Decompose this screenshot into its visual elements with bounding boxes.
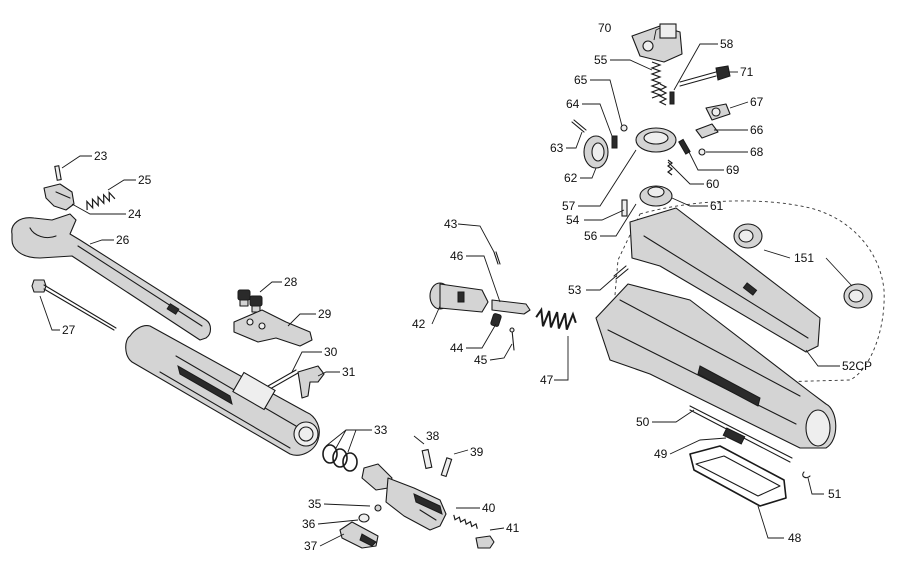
callout-60: 60 <box>706 177 720 191</box>
part-24-latch <box>43 183 75 211</box>
part-54-pin <box>621 199 628 217</box>
callout-31: 31 <box>342 365 356 379</box>
part-43-pin <box>493 251 501 265</box>
callout-71: 71 <box>740 65 754 79</box>
upper-receiver <box>595 283 837 449</box>
callout-67: 67 <box>750 95 764 109</box>
callout-41: 41 <box>506 521 520 535</box>
part-67-clamp <box>705 103 731 121</box>
callout-151: 151 <box>794 251 814 265</box>
part-65-ball <box>620 124 628 132</box>
callout-25: 25 <box>138 173 152 187</box>
callout-65: 65 <box>574 73 588 87</box>
callout-54: 54 <box>566 213 580 227</box>
part-71-screw <box>679 65 731 87</box>
part-36-spring <box>358 513 370 523</box>
callout-24: 24 <box>128 207 142 221</box>
callout-53: 53 <box>568 283 582 297</box>
part-48-dust-cover <box>689 445 787 507</box>
part-46-pawl <box>491 299 531 315</box>
part-63-pin <box>571 119 587 133</box>
part-60-spring <box>667 159 673 176</box>
callout-23: 23 <box>94 149 108 163</box>
part-70-sight-base <box>631 23 683 63</box>
part-27-firing-pin <box>31 279 117 331</box>
callout-49: 49 <box>654 447 668 461</box>
callout-57: 57 <box>562 199 576 213</box>
part-41-ejector <box>475 535 495 549</box>
part-44-spring <box>490 313 502 327</box>
part-64-spring <box>611 135 618 149</box>
part-47-spring <box>535 307 577 330</box>
callout-68: 68 <box>750 145 764 159</box>
part-53-pin <box>613 265 629 280</box>
part-151-drum-left <box>733 223 763 249</box>
callout-28: 28 <box>284 275 298 289</box>
part-26-charging-handle <box>11 213 212 341</box>
callout-69: 69 <box>726 163 740 177</box>
callout-38: 38 <box>426 429 440 443</box>
callout-39: 39 <box>470 445 484 459</box>
part-40-spring <box>453 514 478 529</box>
part-30-pin <box>267 369 299 390</box>
callout-55: 55 <box>594 53 608 67</box>
callout-35: 35 <box>308 497 322 511</box>
part-38-pin <box>421 448 433 470</box>
part-42-forward-assist-plunger <box>429 282 489 313</box>
bolt-carrier <box>125 325 320 456</box>
callout-61: 61 <box>710 199 724 213</box>
callout-27: 27 <box>62 323 76 337</box>
callout-44: 44 <box>450 341 464 355</box>
callout-46: 46 <box>450 249 464 263</box>
callout-33: 33 <box>374 423 388 437</box>
callout-47: 47 <box>540 373 554 387</box>
callout-66: 66 <box>750 123 764 137</box>
callout-52cp: 52CP <box>842 359 872 373</box>
part-45-pin <box>509 327 515 351</box>
part-57-elevation-drum <box>635 127 677 153</box>
part-58-pin <box>669 91 675 105</box>
callout-64: 64 <box>566 97 580 111</box>
callout-37: 37 <box>304 539 318 553</box>
part-37-extractor <box>339 521 379 549</box>
part-68-ball <box>698 148 706 156</box>
callout-58: 58 <box>720 37 734 51</box>
callout-48: 48 <box>788 531 802 545</box>
callout-26: 26 <box>116 233 130 247</box>
part-69-spring <box>678 138 691 155</box>
part-33-gas-rings <box>322 444 358 472</box>
part-31-cam-pin <box>297 365 325 399</box>
callout-29: 29 <box>318 307 332 321</box>
part-51-clip <box>802 471 811 479</box>
callout-30: 30 <box>324 345 338 359</box>
part-49-spring <box>722 427 746 445</box>
callout-63: 63 <box>550 141 564 155</box>
callout-51: 51 <box>828 487 842 501</box>
callout-70: 70 <box>598 21 612 35</box>
part-23-pin <box>54 165 62 181</box>
callout-56: 56 <box>584 229 598 243</box>
leader-lines <box>39 27 853 547</box>
callout-62: 62 <box>564 171 578 185</box>
callout-36: 36 <box>302 517 316 531</box>
callout-42: 42 <box>412 317 426 331</box>
part-66-plate <box>695 123 719 139</box>
part-39-pin <box>440 457 453 478</box>
part-151-drum-right <box>843 283 873 309</box>
part-52cp-carry-handle <box>611 200 885 385</box>
callout-43: 43 <box>444 217 458 231</box>
callout-45: 45 <box>474 353 488 367</box>
callout-40: 40 <box>482 501 496 515</box>
part-28-screws <box>237 289 263 313</box>
bolt <box>361 463 447 531</box>
part-29-gas-key <box>233 309 313 347</box>
callout-50: 50 <box>636 415 650 429</box>
part-35-extractor-pin <box>374 504 382 512</box>
part-25-spring <box>86 190 116 211</box>
part-62-windage-knob <box>583 135 609 169</box>
part-61-index <box>639 185 673 207</box>
callout-labels: 23 24 25 26 27 28 29 30 31 33 35 36 37 3… <box>62 21 872 553</box>
part-55-spring <box>650 61 668 106</box>
